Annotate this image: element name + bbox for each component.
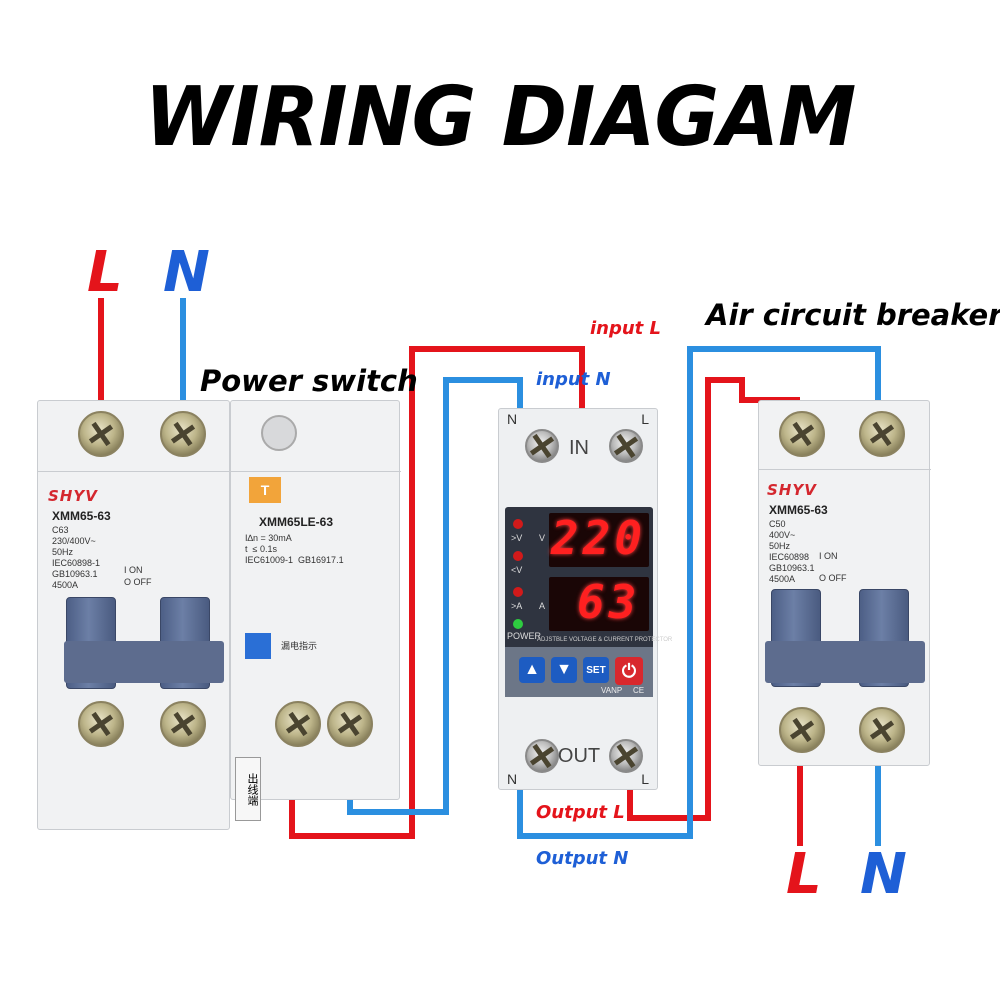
protector-top-l-label: L <box>641 411 649 427</box>
mcb-top-l-terminal <box>78 411 124 457</box>
protector-subtitle: ADJSTBLE VOLTAGE & CURRENT PROTECTOR <box>537 637 673 643</box>
acb-bottom-n-terminal <box>859 707 905 753</box>
acb-bottom-l-terminal <box>779 707 825 753</box>
power-led <box>513 619 523 629</box>
input-live-label: input L <box>590 318 662 339</box>
over-current-led <box>513 587 523 597</box>
rcd-leak-indicator <box>245 633 271 659</box>
input-neutral-wire <box>347 377 523 815</box>
current-unit: A <box>539 601 546 611</box>
voltage-unit: V <box>539 533 546 543</box>
over-voltage-led <box>513 519 523 529</box>
acb-specs: C50 400V~ 50Hz IEC60898 GB10963.1 4500A <box>769 519 815 584</box>
mcb-brand: SHYV <box>48 487 98 505</box>
acb-handle-bar <box>765 641 925 683</box>
mcb-handle-bar <box>64 641 224 683</box>
over-current-label: >A <box>511 601 523 611</box>
under-voltage-led <box>513 551 523 561</box>
power-button[interactable]: ⏻ <box>615 657 643 685</box>
protector-in-l-terminal <box>609 429 643 463</box>
current-display-bg <box>549 577 649 631</box>
output-neutral-wire <box>517 346 881 839</box>
protector-out-label: OUT <box>557 745 601 767</box>
mcb-bottom-n-terminal <box>160 701 206 747</box>
load-neutral-label: N <box>860 842 907 907</box>
output-neutral-label: Output N <box>536 848 629 869</box>
diagram-title: WIRING DIAGAM <box>144 70 857 165</box>
supply-neutral-label: N <box>163 240 210 305</box>
acb-model: XMM65-63 <box>769 503 828 517</box>
input-neutral-label: input N <box>536 369 611 390</box>
output-live-label: Output L <box>536 802 625 823</box>
mcb-top-n-terminal <box>160 411 206 457</box>
acb-off-label: O OFF <box>819 573 847 583</box>
protector-out-n-terminal <box>525 739 559 773</box>
voltage-current-protector: N L IN >V <V >A POWER V A 220 63 ADJSTBL… <box>498 408 672 790</box>
power-switch-label: Power switch <box>200 364 418 398</box>
rcd-test-button[interactable]: T <box>249 477 281 503</box>
air-breaker-label: Air circuit breaker <box>706 298 1000 332</box>
mcb-off-label: O OFF <box>124 577 152 587</box>
rcd-specs: I∆n = 30mA t ≤ 0.1s IEC61009-1 GB16917.1 <box>245 533 344 565</box>
protector-out-l-terminal <box>609 739 643 773</box>
rcd-out-n-terminal <box>327 701 373 747</box>
power-label: POWER <box>507 631 542 641</box>
acb-on-label: I ON <box>819 551 838 561</box>
mcb-bottom-l-terminal <box>78 701 124 747</box>
mcb-model: XMM65-63 <box>52 509 111 523</box>
protector-in-label: IN <box>569 437 589 459</box>
rcd-test-hole <box>261 415 297 451</box>
protector-brand: VANP <box>601 686 623 695</box>
down-button[interactable]: ▼ <box>551 657 577 683</box>
rcd-model: XMM65LE-63 <box>259 515 334 529</box>
acb-top-n-terminal <box>859 411 905 457</box>
rcd-outlet-tag: 出线端 <box>235 757 261 821</box>
set-button[interactable]: SET <box>583 657 609 683</box>
over-voltage-label: >V <box>511 533 523 543</box>
mcb-on-label: I ON <box>124 565 143 575</box>
rcd-module: T XMM65LE-63 I∆n = 30mA t ≤ 0.1s IEC6100… <box>230 400 401 821</box>
voltage-display-bg <box>549 513 649 567</box>
mcb-specs: C63 230/400V~ 50Hz IEC60898-1 GB10963.1 … <box>52 525 101 590</box>
under-voltage-label: <V <box>511 565 523 575</box>
ce-mark: CE <box>633 686 645 695</box>
protector-in-n-terminal <box>525 429 559 463</box>
input-live-wire <box>289 346 585 839</box>
button-strip: ▲ ▼ SET ⏻ VANP CE <box>505 647 653 697</box>
protector-bottom-n-label: N <box>507 771 518 787</box>
rcd-indicator-label: 漏电指示 <box>281 641 318 651</box>
voltage-display: 220 <box>551 511 647 565</box>
protector-bottom-l-label: L <box>641 771 649 787</box>
load-live-label: L <box>786 842 822 907</box>
supply-live-label: L <box>87 240 123 305</box>
current-display: 63 <box>577 575 641 629</box>
output-live-wire <box>627 377 800 821</box>
air-circuit-breaker: SHYV XMM65-63 C50 400V~ 50Hz IEC60898 GB… <box>758 400 931 766</box>
rcd-out-l-terminal <box>275 701 321 747</box>
protector-top-n-label: N <box>507 411 518 427</box>
up-button[interactable]: ▲ <box>519 657 545 683</box>
mcb-breaker: SHYV XMM65-63 C63 230/400V~ 50Hz IEC6089… <box>37 400 231 830</box>
acb-top-l-terminal <box>779 411 825 457</box>
acb-brand: SHYV <box>767 481 817 499</box>
